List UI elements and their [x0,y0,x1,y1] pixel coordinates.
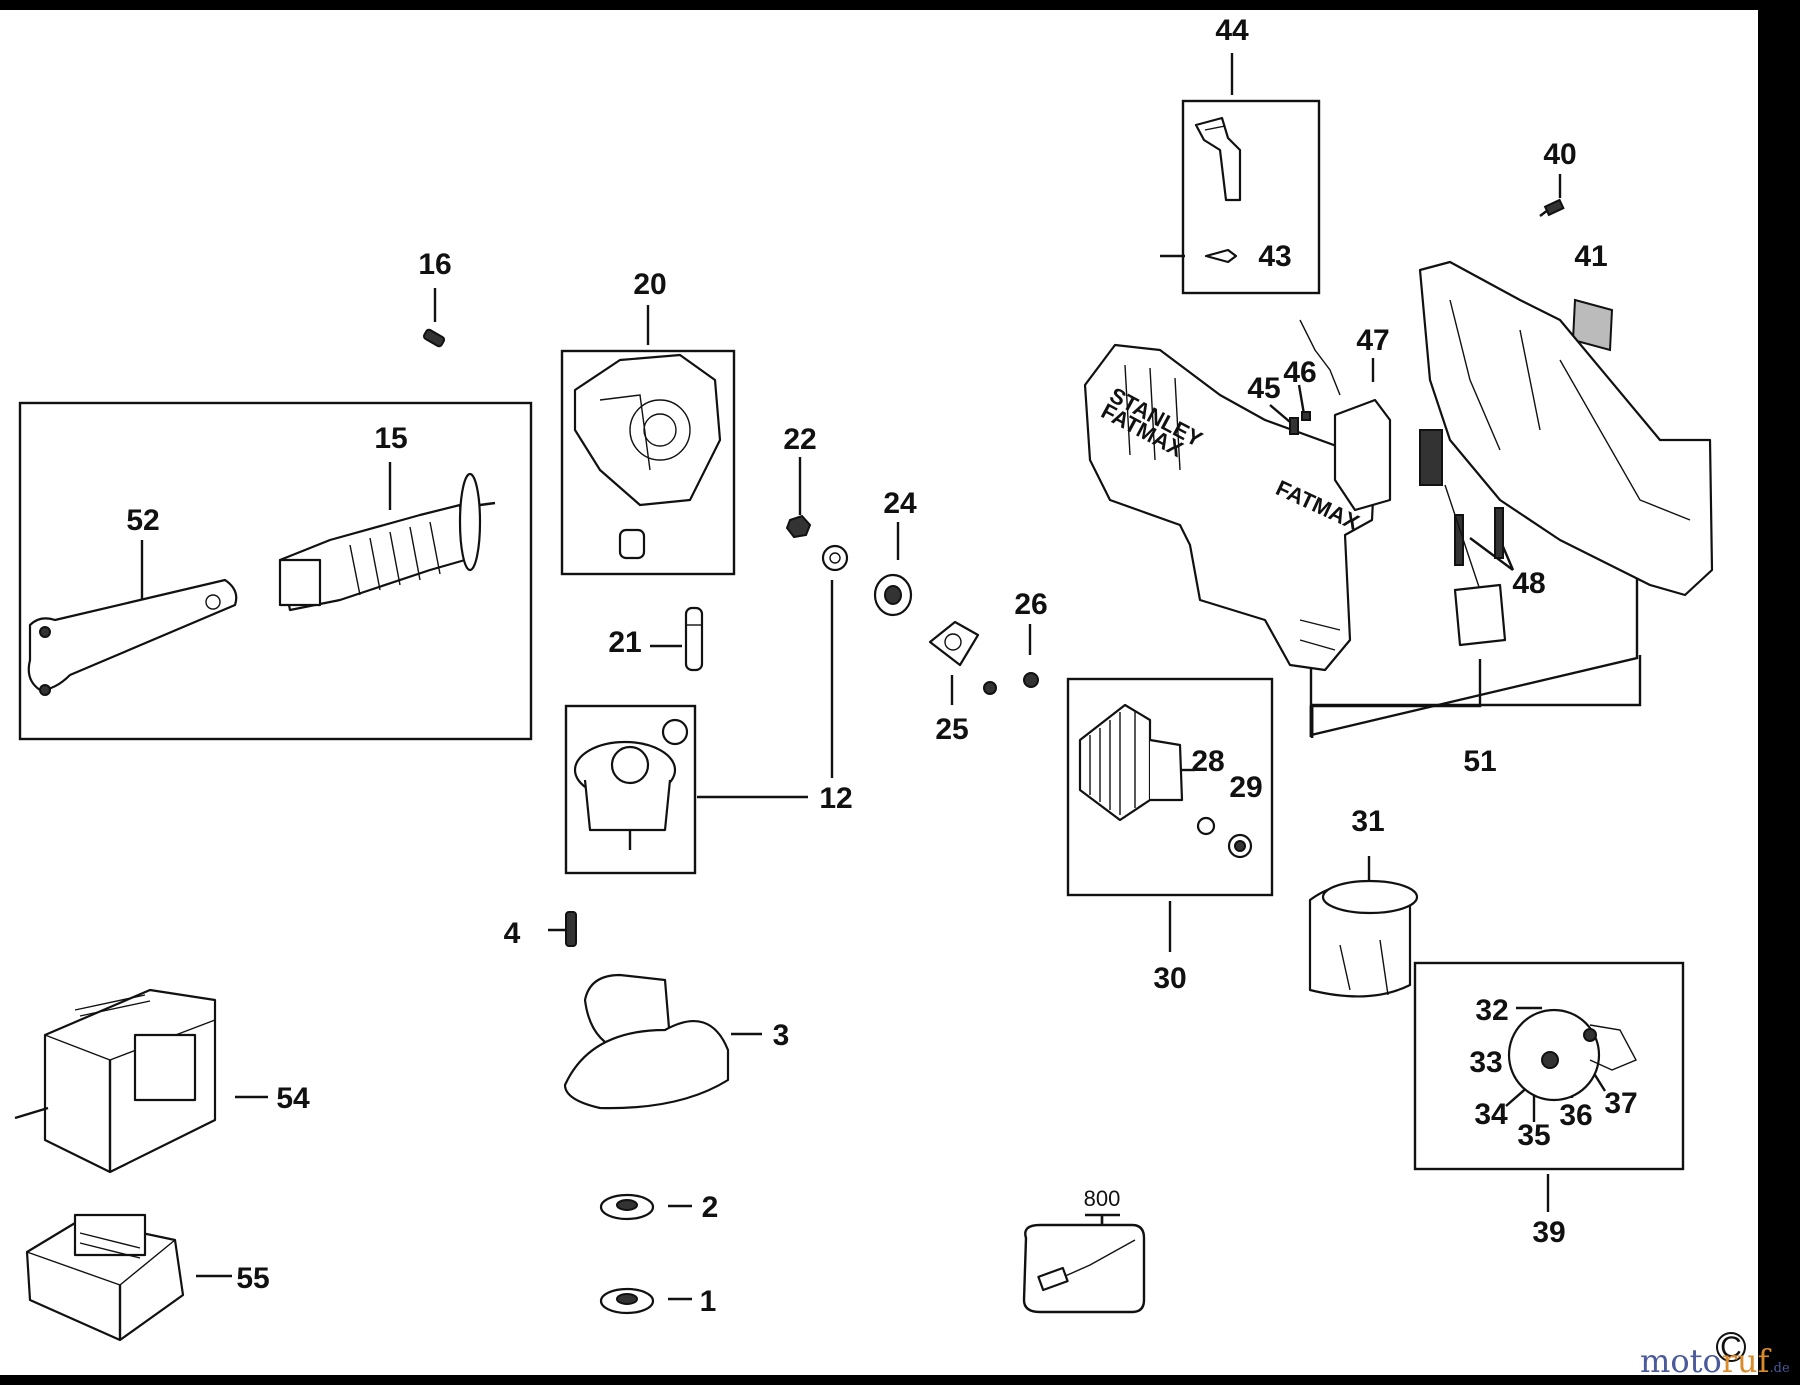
group-box-12 [564,704,697,875]
part-41-label [1571,298,1614,352]
callout-33: 33 [1469,1046,1502,1079]
part-12-gear-assembly [573,718,689,850]
callout-43: 43 [1258,240,1291,273]
callout-30: 30 [1153,962,1186,995]
part-2-inner-flange [599,1193,655,1221]
part-20-gear-housing [573,353,722,560]
part-40-screw [1539,198,1565,217]
callout-labels: 44 43 40 41 16 20 47 45 46 15 22 52 24 4… [126,14,1637,1318]
callout-2: 2 [702,1191,719,1224]
callout-25: 25 [935,713,968,746]
callout-55: 55 [236,1262,269,1295]
part-47-switch [1333,398,1443,512]
callout-26: 26 [1014,588,1047,621]
part-48-leads [1444,484,1507,647]
part-3-wheel-guard [563,973,730,1110]
group-box-30 [1066,677,1274,897]
part-51-housing-left [1083,343,1377,672]
callout-39: 39 [1532,1216,1565,1249]
part-54-charger [14,988,217,1174]
callout-20: 20 [633,268,666,301]
part-39-switch-assembly [1507,1008,1637,1102]
callout-44: 44 [1215,14,1249,47]
part-26-screw-b [1023,672,1039,688]
copyright-mark: C [1716,1331,1746,1364]
callout-52: 52 [126,504,159,537]
part-800-kit [1022,1213,1146,1314]
callout-36: 36 [1559,1099,1592,1132]
callout-54: 54 [276,1082,310,1115]
callout-12: 12 [819,782,852,815]
callout-45: 45 [1247,372,1280,405]
part-16-screw [422,328,446,348]
watermark-text: motoruf.de [1640,1342,1790,1380]
callout-21: 21 [608,626,641,659]
callout-46: 46 [1283,356,1316,389]
part-52-spanner-wrench [27,578,238,696]
group-box-20 [560,349,736,576]
callout-47: 47 [1356,324,1389,357]
part-15-side-handle [278,472,496,612]
part-55-battery-pack [25,1213,185,1342]
part-24-bearing [873,573,913,617]
callout-48: 48 [1512,567,1545,600]
callout-51: 51 [1463,745,1496,778]
callout-1: 1 [700,1285,717,1318]
kit-800-label: 800 [1084,1186,1121,1211]
diagram-sheet [0,10,1758,1375]
callout-24: 24 [883,487,917,520]
callout-28: 28 [1191,745,1224,778]
group-box-39 [1413,961,1685,1171]
callout-40: 40 [1543,138,1576,171]
copyright-symbol: C [1720,1331,1742,1364]
part-12-pinion [821,544,849,572]
part-21-spindle-lock [684,606,704,672]
part-45-46-contacts [1289,319,1341,435]
part-25-plate [928,620,980,667]
part-44-clip [1194,116,1242,202]
part-30-armature [1078,703,1253,859]
callout-22: 22 [783,423,816,456]
callout-3: 3 [773,1019,790,1052]
part-43-screw [1204,248,1238,264]
callout-29: 29 [1229,771,1262,804]
callout-32: 32 [1475,994,1508,1027]
callout-31: 31 [1351,805,1384,838]
part-26-screw-a [983,681,997,695]
part-4-screw [565,911,577,947]
group-box-15-52 [18,401,533,741]
part-51-housing-right [1418,260,1714,597]
callout-4: 4 [504,917,521,950]
part-31-fan-baffle [1308,879,1419,998]
callout-35: 35 [1517,1119,1550,1152]
callout-41: 41 [1574,240,1607,273]
callout-15: 15 [374,422,407,455]
group-box-44 [1181,99,1321,295]
part-1-flange-nut [599,1287,655,1315]
callout-16: 16 [418,248,451,281]
part-22-nut [785,514,812,539]
callout-34: 34 [1474,1098,1508,1131]
watermark-logo: motoruf.de [1640,1342,1790,1380]
callout-37: 37 [1604,1087,1637,1120]
